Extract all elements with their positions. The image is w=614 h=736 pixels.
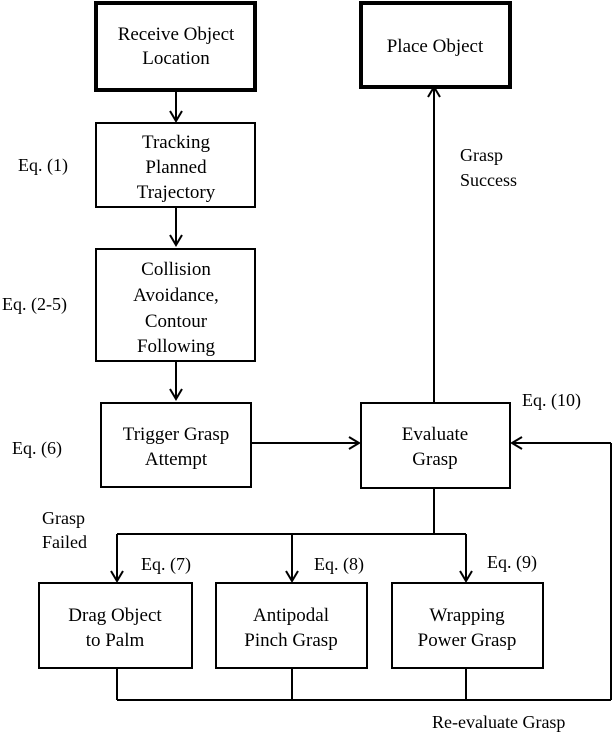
- grasp-failed-label-line2: Failed: [42, 532, 87, 552]
- tracking-label-line2: Planned: [145, 157, 207, 178]
- node-trigger-grasp-attempt: Trigger Grasp Attempt: [100, 402, 252, 488]
- collision-box: [95, 248, 256, 362]
- tracking-label-line1: Tracking: [142, 132, 210, 153]
- node-evaluate-grasp: Evaluate Grasp: [360, 402, 511, 489]
- grasp-success-label-line2: Success: [460, 170, 517, 190]
- node-place-object: Place Object: [359, 1, 512, 89]
- node-tracking-planned-trajectory: Tracking Planned Trajectory: [95, 122, 256, 208]
- pinch-label-line2: Pinch Grasp: [244, 630, 337, 651]
- eq8-label: Eq. (8): [314, 554, 364, 575]
- trigger-box: [100, 402, 252, 488]
- collision-label-line3: Contour: [145, 311, 208, 332]
- wrap-box: [391, 582, 544, 669]
- collision-label-line2: Avoidance,: [133, 285, 219, 306]
- receive-box: [94, 1, 257, 92]
- grasp-failed-label-line1: Grasp: [42, 508, 85, 528]
- edge-labels: Grasp Success Grasp Failed Re-evaluate G…: [42, 145, 565, 732]
- node-receive-object-location: Receive Object Location: [94, 1, 257, 92]
- collision-label-line4: Following: [137, 336, 216, 357]
- eq1-label: Eq. (1): [18, 155, 68, 176]
- receive-label-line2: Location: [142, 48, 210, 69]
- evaluate-label-line2: Grasp: [412, 449, 457, 470]
- drag-box: [38, 582, 193, 669]
- pinch-box: [215, 582, 368, 669]
- eq6-label: Eq. (6): [12, 438, 62, 459]
- trigger-label-line2: Attempt: [145, 449, 208, 470]
- place-label: Place Object: [387, 36, 484, 57]
- equation-labels: Eq. (1) Eq. (2-5) Eq. (6) Eq. (7) Eq. (8…: [2, 155, 581, 575]
- collision-label-line1: Collision: [141, 259, 211, 280]
- drag-label-line1: Drag Object: [68, 605, 162, 626]
- eq7-label: Eq. (7): [141, 554, 191, 575]
- node-antipodal-pinch-grasp: Antipodal Pinch Grasp: [215, 582, 368, 669]
- eq9-label: Eq. (9): [487, 552, 537, 573]
- wrap-label-line2: Power Grasp: [418, 630, 517, 651]
- node-wrapping-power-grasp: Wrapping Power Grasp: [391, 582, 544, 669]
- edges: [110, 85, 612, 701]
- receive-label-line1: Receive Object: [118, 24, 235, 45]
- re-evaluate-grasp-label: Re-evaluate Grasp: [432, 712, 565, 732]
- tracking-label-line3: Trajectory: [137, 182, 216, 203]
- eq10-label: Eq. (10): [522, 390, 581, 411]
- evaluate-box: [360, 402, 511, 489]
- wrap-label-line1: Wrapping: [429, 605, 505, 626]
- grasp-success-label-line1: Grasp: [460, 145, 503, 165]
- node-drag-object-to-palm: Drag Object to Palm: [38, 582, 193, 669]
- drag-label-line2: to Palm: [86, 630, 145, 651]
- evaluate-label-line1: Evaluate: [402, 424, 468, 445]
- pinch-label-line1: Antipodal: [253, 605, 329, 626]
- place-box: [359, 1, 512, 89]
- eq2-5-label: Eq. (2-5): [2, 294, 67, 315]
- node-collision-avoidance: Collision Avoidance, Contour Following: [95, 248, 256, 362]
- tracking-box: [95, 122, 256, 208]
- trigger-label-line1: Trigger Grasp: [123, 424, 229, 445]
